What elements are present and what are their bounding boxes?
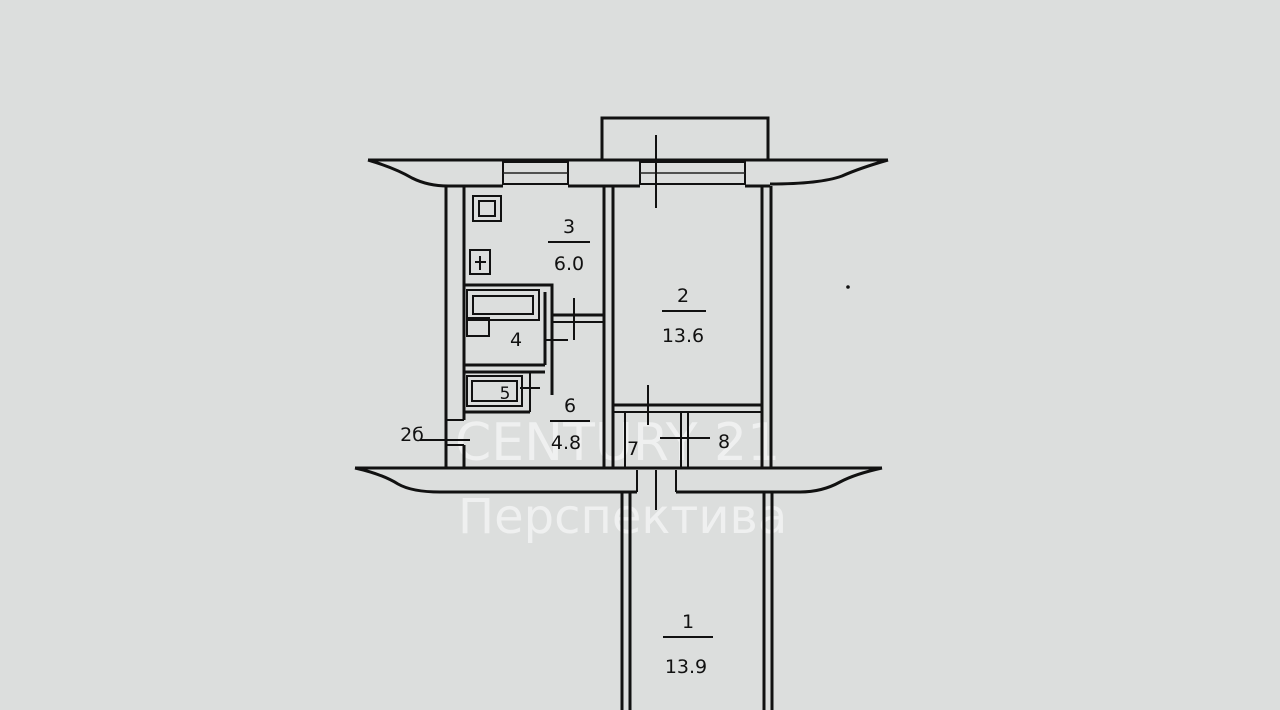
kitchen-sink-icon [469,249,491,275]
room-6-label: 6 4.8 [550,395,590,454]
bathtub-icon [466,289,540,321]
watermark-line1: CENTURY 21 [455,413,780,473]
svg-text:2б: 2б [400,424,424,446]
svg-text:6: 6 [564,395,576,417]
room-8-label: 8 [718,431,730,453]
bottom-exterior-wall [354,466,883,510]
room-5-label: 5 [500,384,511,404]
toilet-icon [466,375,523,407]
svg-text:8: 8 [718,431,730,453]
svg-text:5: 5 [500,384,511,404]
kitchen-stove-icon [472,195,502,222]
partition-kitchen-room2 [602,186,615,468]
room-1-label: 1 13.9 [663,611,713,678]
svg-text:1: 1 [682,611,694,633]
room-2-label: 2 13.6 [662,285,706,347]
room-7-label: 7 [627,438,639,460]
room-1-walls [620,492,774,710]
svg-text:4: 4 [510,329,522,351]
room-3-label: 3 6.0 [548,216,590,275]
svg-text:3: 3 [563,216,575,238]
left-wall [444,186,466,468]
top-exterior-wall [367,135,889,208]
hallway-partitions [613,385,762,468]
bathroom-partitions [464,283,604,414]
room-4-label: 4 [510,329,522,351]
washbasin-icon [466,317,490,337]
top-bay [600,116,770,160]
svg-text:2: 2 [677,285,689,307]
balcony-label: 2б [400,424,424,446]
svg-text:7: 7 [627,438,639,460]
right-wall [760,186,773,468]
svg-text:13.9: 13.9 [665,656,707,678]
svg-text:4.8: 4.8 [551,432,581,454]
svg-text:13.6: 13.6 [662,325,704,347]
ink-dot [846,285,850,289]
svg-text:6.0: 6.0 [554,253,584,275]
